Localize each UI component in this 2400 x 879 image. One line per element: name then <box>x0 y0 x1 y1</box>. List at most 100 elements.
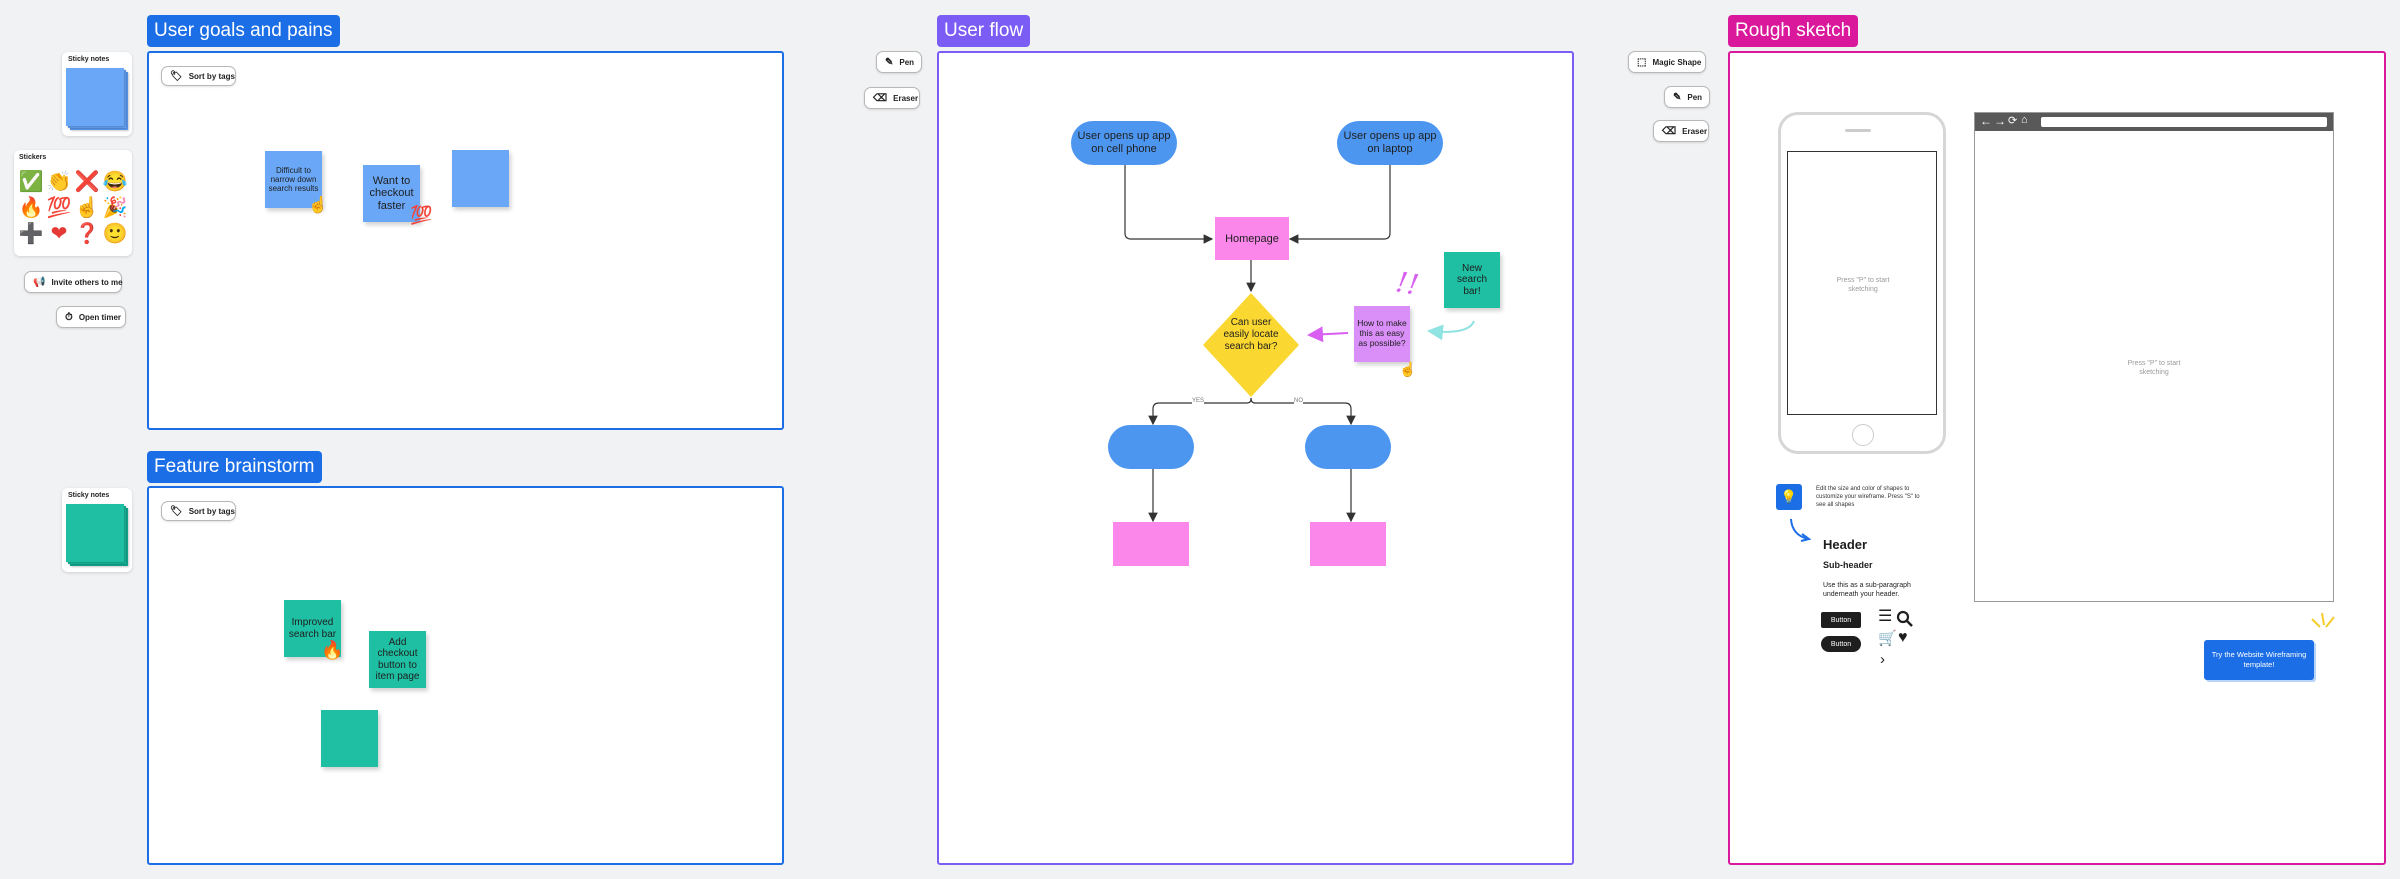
sort-by-tags-button[interactable]: 🏷 Sort by tags <box>161 66 236 86</box>
goal-note-3[interactable] <box>452 150 509 207</box>
cta-label: Try the Website Wireframing template! <box>2211 650 2307 669</box>
magic-shape-icon: ⬚ <box>1637 56 1647 68</box>
no-result-node[interactable] <box>1310 522 1386 566</box>
goals-frame[interactable]: 🏷 Sort by tags Difficult to narrow down … <box>147 51 784 430</box>
megaphone-icon: 📢 <box>33 276 46 288</box>
wire-button-1[interactable]: Button <box>1821 612 1861 628</box>
tag-icon: 🏷 <box>170 505 183 517</box>
tip-arrow <box>1790 518 1812 542</box>
stickers-panel: Stickers ✅ 👏 ❌ 😂 🔥 💯 ☝ 🎉 ➕ ❤ ❓ 🙂 <box>14 150 132 256</box>
home-icon[interactable]: ⌂ <box>2021 114 2028 126</box>
no-branch-node[interactable] <box>1305 425 1391 469</box>
lightbulb-icon: 💡 <box>1780 489 1798 504</box>
sticker-party[interactable]: 🎉 <box>102 197 128 219</box>
decision-text: Can user easily locate search bar? <box>1223 317 1279 352</box>
browser-hint: Press "P" to start sketching <box>2127 360 2181 377</box>
sticker-cross[interactable]: ❌ <box>74 171 100 193</box>
no-label: NO <box>1294 398 1303 404</box>
sticker-hundred[interactable]: 💯 <box>46 197 72 219</box>
sketch-pen-button[interactable]: ✎ Pen <box>1664 86 1710 108</box>
flow-title[interactable]: User flow <box>937 15 1031 47</box>
wire-paragraph: Use this as a sub-paragraph underneath y… <box>1823 582 1911 599</box>
sticker-check[interactable]: ✅ <box>18 171 44 193</box>
goal-note-2[interactable]: Want to checkout faster <box>363 165 420 222</box>
sketch-eraser-button[interactable]: ⌫ Eraser <box>1653 120 1709 142</box>
brainstorm-frame[interactable]: 🏷 Sort by tags Improved search bar 🔥 Add… <box>147 486 784 865</box>
start-phone-node[interactable]: User opens up app on cell phone <box>1071 121 1177 165</box>
brainstorm-title[interactable]: Feature brainstorm <box>147 451 322 483</box>
back-arrow-icon[interactable]: ← <box>1980 114 1992 128</box>
hundred-sticker: 💯 <box>410 205 433 225</box>
start-laptop-node[interactable]: User opens up app on laptop <box>1337 121 1443 165</box>
sticker-smile[interactable]: 🙂 <box>102 223 128 245</box>
flow-eraser-label: Eraser <box>893 93 919 103</box>
timer-icon: ⏱ <box>65 311 73 323</box>
phone-wireframe[interactable]: Press "P" to start sketching <box>1778 112 1946 454</box>
sticker-clap[interactable]: 👏 <box>46 171 72 193</box>
heart-icon[interactable]: ♥ <box>1898 629 1908 646</box>
sketch-pen-label: Pen <box>1687 92 1703 102</box>
goal-note-1-text: Difficult to narrow down search results <box>268 165 319 194</box>
sticker-laugh[interactable]: 😂 <box>102 171 128 193</box>
goals-title[interactable]: User goals and pains <box>147 15 340 47</box>
magic-shape-button[interactable]: ⬚ Magic Shape <box>1628 51 1706 73</box>
brainstorm-note-2[interactable]: Add checkout button to item page <box>369 631 426 688</box>
sketch-eraser-label: Eraser <box>1682 126 1708 136</box>
flow-frame[interactable]: YES NO User opens up app on cell phone U… <box>937 51 1574 865</box>
brainstorm-note-3[interactable] <box>321 710 378 767</box>
phone-speaker <box>1845 129 1871 132</box>
phone-hint: Press "P" to start sketching <box>1836 277 1890 294</box>
search-icon[interactable] <box>1896 610 1914 628</box>
wire-subheader: Sub-header <box>1823 560 1873 570</box>
phone-home-button <box>1852 424 1874 446</box>
pen-icon: ✎ <box>1673 91 1682 103</box>
sketch-title[interactable]: Rough sketch <box>1728 15 1859 47</box>
phone-screen[interactable]: Press "P" to start sketching <box>1787 151 1937 415</box>
sticker-question[interactable]: ❓ <box>74 223 100 245</box>
forward-arrow-icon[interactable]: → <box>1994 114 2006 128</box>
brainstorm-note-1[interactable]: Improved search bar <box>284 600 341 657</box>
sticker-plus[interactable]: ➕ <box>18 223 44 245</box>
sticker-point-up[interactable]: ☝ <box>74 197 100 219</box>
flow-pen-button[interactable]: ✎ Pen <box>876 51 922 73</box>
eraser-icon: ⌫ <box>1662 125 1677 137</box>
wire-header: Header <box>1823 537 1868 552</box>
yes-result-node[interactable] <box>1113 522 1189 566</box>
goal-note-1[interactable]: Difficult to narrow down search results <box>265 151 322 208</box>
wire-button-2[interactable]: Button <box>1821 636 1861 652</box>
open-timer-button[interactable]: ⏱ Open timer <box>56 306 126 328</box>
magic-shape-label: Magic Shape <box>1652 57 1702 67</box>
cta-button[interactable]: Try the Website Wireframing template! <box>2204 640 2314 680</box>
sketch-frame[interactable]: Press "P" to start sketching ← → ⟳ ⌂ Pre… <box>1728 51 2386 865</box>
tag-icon: 🏷 <box>170 70 183 82</box>
decision-diamond[interactable] <box>1201 291 1301 399</box>
sticky-notes-panel-2[interactable]: Sticky notes <box>62 488 132 572</box>
new-search-note[interactable]: New search bar! <box>1444 252 1500 308</box>
address-bar[interactable] <box>2041 117 2327 127</box>
browser-wireframe[interactable]: ← → ⟳ ⌂ Press "P" to start sketching <box>1974 112 2334 602</box>
sticky-notes-panel[interactable]: Sticky notes <box>62 52 132 136</box>
yes-branch-node[interactable] <box>1108 425 1194 469</box>
cart-icon[interactable]: 🛒 <box>1878 630 1897 647</box>
sparkle-doodle <box>2311 612 2335 628</box>
invite-label: Invite others to me <box>51 277 123 287</box>
pen-icon: ✎ <box>885 56 894 68</box>
sort-by-tags-button-2[interactable]: 🏷 Sort by tags <box>161 501 236 521</box>
comment-note[interactable]: How to make this as easy as possible? <box>1354 306 1410 362</box>
sticker-fire[interactable]: 🔥 <box>18 197 44 219</box>
homepage-text: Homepage <box>1225 232 1279 245</box>
goal-note-2-text: Want to checkout faster <box>369 174 414 212</box>
sticker-heart[interactable]: ❤ <box>50 223 68 245</box>
flow-eraser-button[interactable]: ⌫ Eraser <box>864 87 920 109</box>
sticky-notes-label-2: Sticky notes <box>68 492 110 499</box>
homepage-node[interactable]: Homepage <box>1215 217 1289 260</box>
chevron-right-icon[interactable]: › <box>1880 651 1885 668</box>
tip-bulb-box: 💡 <box>1776 484 1802 510</box>
invite-others-button[interactable]: 📢 Invite others to me <box>24 271 123 293</box>
yes-label: YES <box>1192 398 1205 404</box>
timer-label: Open timer <box>78 312 122 322</box>
pointing-sticker: ☝ <box>308 197 328 214</box>
refresh-icon[interactable]: ⟳ <box>2008 115 2018 127</box>
brainstorm-note-1-text: Improved search bar <box>288 617 337 640</box>
hamburger-icon[interactable]: ☰ <box>1878 608 1893 625</box>
